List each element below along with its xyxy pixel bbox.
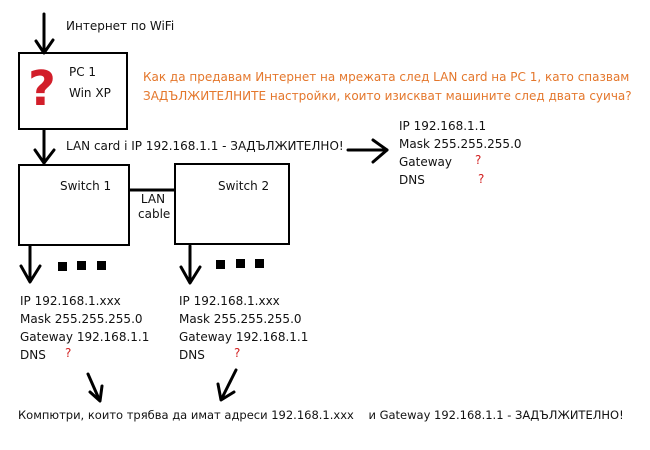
client1-mask: Mask 255.255.255.0 [20, 312, 143, 326]
bottom-left-arrow [86, 372, 101, 401]
client2-gateway: Gateway 192.168.1.1 [179, 330, 309, 344]
pc-gateway-mark: ? [475, 153, 482, 167]
pc-unknown-mark: ? [28, 61, 56, 117]
client2-dns: DNS [179, 348, 205, 362]
lan-cable-line-1: LAN [140, 192, 166, 206]
switch2-label: Switch 2 [218, 179, 270, 193]
question-line-2: ЗАДЪЛЖИТЕЛНИТЕ настройки, които изискват… [143, 89, 632, 103]
client2-mask: Mask 255.255.255.0 [179, 312, 302, 326]
pc-dns: DNS [399, 173, 425, 187]
client2-ip: IP 192.168.1.xxx [179, 294, 280, 308]
pc-dns-mark: ? [478, 172, 485, 186]
client2-dns-mark: ? [234, 346, 241, 360]
client1-ip: IP 192.168.1.xxx [20, 294, 121, 308]
switch1-box: Switch 1 [18, 164, 130, 246]
pc-ip: IP 192.168.1.1 [399, 119, 487, 133]
pc-mask: Mask 255.255.255.0 [399, 137, 522, 151]
lan-cable-label: LAN cable [138, 192, 171, 222]
client1-gateway: Gateway 192.168.1.1 [20, 330, 150, 344]
pc-box: ? PC 1 Win XP [18, 52, 128, 130]
internet-label: Интернет по WiFi [66, 19, 175, 33]
bottom-note: Компютри, които трябва да имат адреси 19… [18, 408, 624, 422]
pc-gateway: Gateway [399, 155, 453, 169]
lan-card-label: LAN card i IP 192.168.1.1 - ЗАДЪЛЖИТЕЛНО… [66, 139, 344, 153]
client1-dns-mark: ? [65, 346, 72, 360]
switch2-box: Switch 2 [174, 163, 290, 245]
switch1-label: Switch 1 [60, 179, 112, 193]
pc-os: Win XP [69, 86, 111, 100]
bottom-right-arrow [220, 368, 238, 400]
lan-cable-line-2: cable [138, 207, 171, 221]
question-line-1: Как да предавам Интернет на мрежата след… [143, 70, 630, 84]
client1-dns: DNS [20, 348, 46, 362]
pc-name: PC 1 [69, 65, 97, 79]
